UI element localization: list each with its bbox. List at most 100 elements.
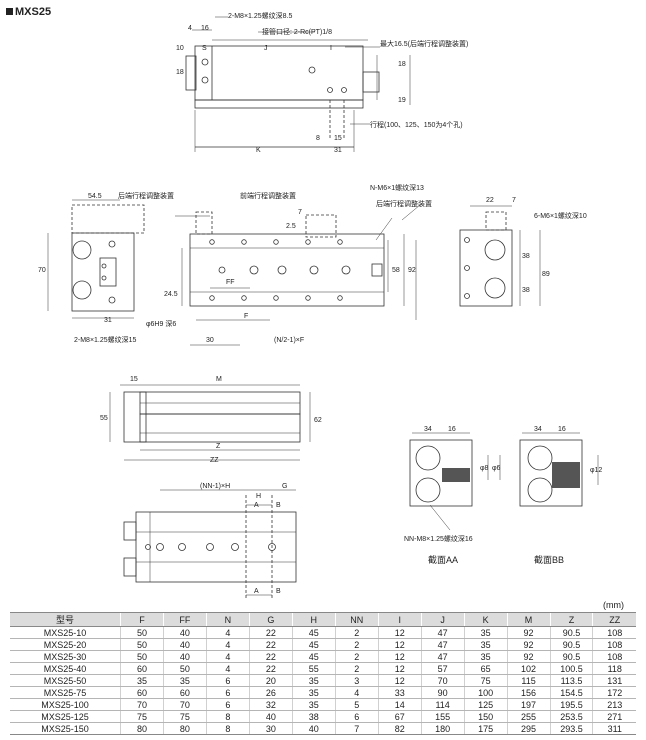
table-cell: 35 — [463, 638, 508, 651]
pin-hole-icon — [218, 266, 226, 274]
bore-icon — [484, 239, 506, 261]
table-cell: 2 — [334, 662, 379, 675]
nn-h-label: (NN-1)×H — [200, 483, 230, 490]
dim-ZZ: ZZ — [210, 457, 219, 464]
table-cell: 6 — [205, 686, 250, 699]
nf-label: (N/2-1)×F — [274, 337, 304, 344]
dim-7-right: 7 — [512, 197, 516, 204]
table-cell: 22 — [248, 626, 293, 639]
dim-54-5: 54.5 — [88, 193, 102, 200]
port-label: 接管口径: 2-Rc(PT)1/8 — [262, 27, 332, 36]
bottom-view-body — [135, 511, 297, 583]
table-cell: 90 — [420, 686, 465, 699]
port-icon — [101, 275, 107, 281]
table-cell: 50 — [120, 626, 164, 639]
top-view — [185, 16, 411, 152]
table-cell: 75 — [120, 710, 164, 723]
table-cell: 118 — [592, 662, 636, 675]
unit-label: (mm) — [603, 600, 624, 610]
table-cell: 156 — [506, 686, 551, 699]
table-cell: 6 — [205, 698, 250, 711]
table-cell: MXS25-30 — [10, 650, 121, 663]
table-cell: 75 — [463, 674, 508, 687]
dim-18-right: 18 — [398, 61, 406, 68]
rear-adjuster-outline — [71, 204, 145, 234]
table-cell: 253.5 — [549, 710, 593, 723]
mount-hole-icon — [327, 87, 333, 93]
bore-icon — [415, 477, 441, 503]
dim-92: 92 — [408, 267, 416, 274]
section-aa-body — [409, 439, 473, 507]
mount-hole-icon — [305, 239, 311, 245]
table-cell: 50 — [120, 650, 164, 663]
dim-89: 89 — [542, 271, 550, 278]
table-cell: 90.5 — [549, 650, 593, 663]
column-header: 型号 — [10, 612, 121, 627]
dim-34-bb: 34 — [534, 426, 542, 433]
column-header: H — [291, 612, 336, 627]
m6-label: 6-M6×1螺纹深10 — [534, 211, 587, 220]
bore-icon — [72, 240, 92, 260]
column-header: N — [205, 612, 250, 627]
table-cell: 40 — [162, 638, 207, 651]
end-view-body — [71, 232, 135, 312]
dim-I: I — [330, 45, 332, 52]
table-cell: 47 — [420, 626, 465, 639]
table-cell: 108 — [592, 626, 636, 639]
table-cell: 50 — [120, 638, 164, 651]
table-cell: 92 — [506, 650, 551, 663]
dim-22: 22 — [486, 197, 494, 204]
table-cell: 30 — [248, 722, 293, 735]
column-header: M — [506, 612, 551, 627]
dim-30: 30 — [206, 337, 214, 344]
port-block — [99, 257, 117, 287]
table-cell: 40 — [291, 722, 336, 735]
adjuster-outline — [485, 211, 507, 231]
dim-16-bb: 16 — [558, 426, 566, 433]
table-cell: 180 — [420, 722, 465, 735]
dim-15-side: 15 — [130, 376, 138, 383]
table-cell: 40 — [162, 650, 207, 663]
table-cell: 35 — [463, 626, 508, 639]
table-cell: 47 — [420, 650, 465, 663]
mid-center-view — [175, 204, 421, 346]
table-cell: MXS25-100 — [10, 698, 121, 711]
mount-hole-icon — [273, 295, 279, 301]
dim-31: 31 — [334, 147, 342, 154]
section-aa-title: 截面AA — [428, 554, 458, 565]
table-cell: 102 — [506, 662, 551, 675]
mount-hole-icon — [108, 296, 116, 304]
table-cell: 8 — [205, 722, 250, 735]
mount-hole-icon — [178, 543, 186, 551]
section-bb-title: 截面BB — [534, 554, 564, 565]
dim-H: H — [256, 493, 261, 500]
mount-hole-icon — [341, 87, 347, 93]
table-cell: 100 — [463, 686, 508, 699]
table-cell: 195.5 — [549, 698, 593, 711]
table-cell: MXS25-125 — [10, 710, 121, 723]
table-cell: MXS25-150 — [10, 722, 121, 735]
table-cell: 35 — [463, 650, 508, 663]
table-cell: 114 — [420, 698, 465, 711]
table-cell: 35 — [162, 674, 207, 687]
n-m6-label: N-M6×1螺纹深13 — [370, 183, 424, 192]
table-cell: 35 — [291, 674, 336, 687]
dim-31-mid: 31 — [104, 317, 112, 324]
table-cell: 271 — [592, 710, 636, 723]
phi-8: φ8 — [480, 465, 489, 472]
mount-hole-icon — [464, 237, 470, 243]
dim-M: M — [216, 376, 222, 383]
port-icon — [308, 66, 316, 74]
table-cell: 35 — [291, 686, 336, 699]
table-top-plate — [189, 233, 385, 307]
column-header: F — [120, 612, 164, 627]
table-cell: 3 — [334, 674, 379, 687]
table-cell: 7 — [334, 722, 379, 735]
dim-F: F — [244, 313, 248, 320]
dim-10: 10 — [176, 45, 184, 52]
table-cell: 115 — [506, 674, 551, 687]
section-views — [409, 432, 599, 531]
dim-55: 55 — [100, 415, 108, 422]
